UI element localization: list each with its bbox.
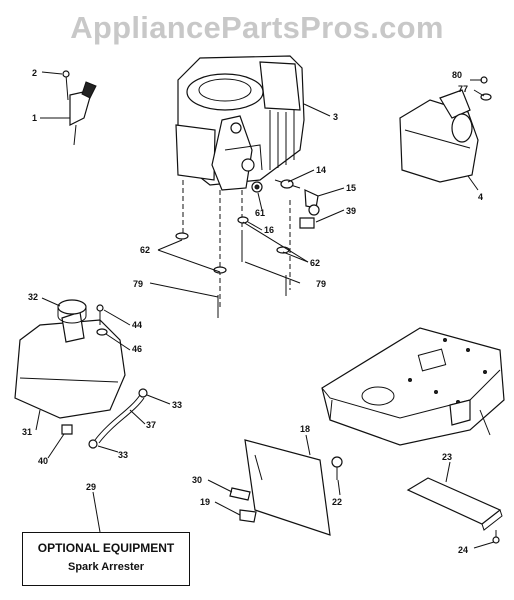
callout-31: 31 xyxy=(22,427,32,437)
callout-16: 16 xyxy=(264,225,274,235)
callout-79b: 79 xyxy=(316,279,326,289)
heat-shield xyxy=(229,439,343,536)
callout-61: 61 xyxy=(255,208,265,218)
callout-22: 22 xyxy=(332,497,342,507)
callout-2: 2 xyxy=(32,68,37,78)
optional-equipment-box: OPTIONAL EQUIPMENT Spark Arrester xyxy=(22,532,190,586)
callout-24: 24 xyxy=(458,545,468,555)
callout-30: 30 xyxy=(192,475,202,485)
bracket-plate xyxy=(406,477,503,544)
fuel-line xyxy=(61,388,148,449)
callout-39: 39 xyxy=(346,206,356,216)
callout-37: 37 xyxy=(146,420,156,430)
mounting-hardware xyxy=(149,180,309,318)
fuel-fittings xyxy=(251,179,320,229)
callout-15: 15 xyxy=(346,183,356,193)
optional-equipment-title: OPTIONAL EQUIPMENT xyxy=(37,541,175,555)
spark-arrester-label: Spark Arrester xyxy=(67,561,145,573)
leader-lines xyxy=(35,71,495,549)
callout-77: 77 xyxy=(458,84,468,94)
callout-62b: 62 xyxy=(310,258,320,268)
callout-4: 4 xyxy=(478,192,483,202)
callout-46: 46 xyxy=(132,344,142,354)
callout-29: 29 xyxy=(86,482,96,492)
watermark-text: AppliancePartsPros.com xyxy=(70,10,444,45)
callout-14: 14 xyxy=(316,165,326,175)
callout-44: 44 xyxy=(132,320,142,330)
callout-23: 23 xyxy=(442,452,452,462)
callout-18: 18 xyxy=(300,424,310,434)
callout-40: 40 xyxy=(38,456,48,466)
callout-33a: 33 xyxy=(172,400,182,410)
engine xyxy=(175,55,305,191)
callout-19: 19 xyxy=(200,497,210,507)
throttle-control xyxy=(62,70,97,146)
callout-labels: 2 1 3 14 15 39 61 16 62 62 79 79 80 77 4… xyxy=(22,68,483,555)
callout-33b: 33 xyxy=(118,450,128,460)
callout-79a: 79 xyxy=(133,279,143,289)
chassis-frame xyxy=(321,327,505,446)
callout-3: 3 xyxy=(333,112,338,122)
callout-80: 80 xyxy=(452,70,462,80)
fuel-tank xyxy=(14,299,126,419)
callout-1: 1 xyxy=(32,113,37,123)
callout-32: 32 xyxy=(28,292,38,302)
muffler xyxy=(399,76,492,183)
callout-62a: 62 xyxy=(140,245,150,255)
